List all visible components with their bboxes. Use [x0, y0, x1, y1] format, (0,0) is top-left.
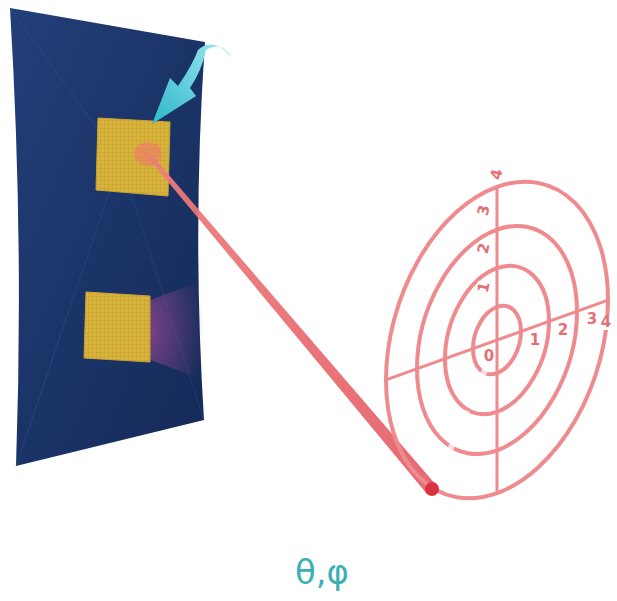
- top-metasurface-patch: [96, 118, 170, 196]
- angle-label: θ,φ: [295, 555, 349, 589]
- hit-trail: [436, 352, 493, 482]
- axis-number: 4: [488, 167, 505, 182]
- bottom-metasurface-patch: [84, 292, 150, 362]
- target: [386, 147, 608, 533]
- axis-number: 2: [557, 323, 569, 338]
- incident-arrow: [152, 45, 232, 124]
- axis-number: 4: [600, 315, 612, 330]
- axis-number: 3: [586, 312, 598, 327]
- axis-number: 0: [483, 349, 495, 364]
- hit-point: [425, 482, 439, 496]
- axis-number: 1: [529, 333, 541, 348]
- metasurface-panel: [10, 8, 205, 466]
- axis-number: 1: [475, 280, 492, 295]
- axis-number: 3: [475, 203, 492, 218]
- axis-number: 2: [475, 241, 492, 256]
